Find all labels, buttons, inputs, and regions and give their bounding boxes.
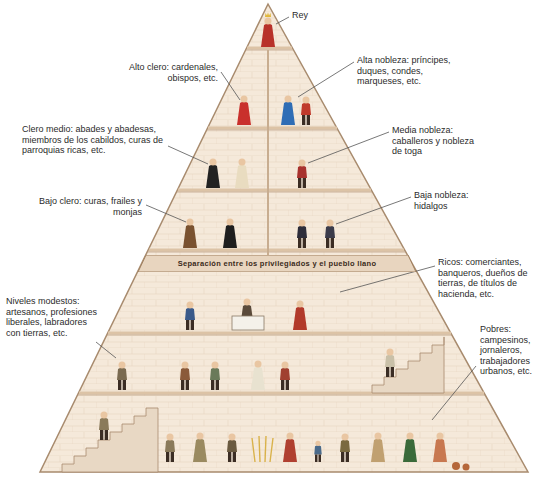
leader-line [96,342,116,358]
peasant-figure [283,433,297,463]
nun-figure [223,219,237,249]
separation-band: Separación entre los privilegiados y el … [138,255,416,272]
leader-lines [96,17,476,420]
noble-figure [301,97,311,126]
woman-figure [251,361,265,391]
tier-floor [208,127,337,130]
callout-label: Clero medio: abades y abadesas, miembros… [22,124,164,156]
child-figure [314,441,322,462]
estate-divider [267,50,269,255]
callout-label: Ricos: comerciantes, banqueros, dueños d… [438,257,542,299]
callout-label: Alta nobleza: príncipes, duques, condes,… [357,55,461,87]
peasant-figure [227,434,237,463]
tier-shadow [78,395,485,396]
woman-figure [403,433,417,463]
tier-shadow [246,50,293,51]
leader-line [308,132,389,163]
callout-label: Rey [292,10,322,21]
pot [452,462,460,470]
labourer-figure [371,433,385,463]
abbess-figure [235,159,249,189]
leader-line [336,197,411,224]
pot [463,464,470,471]
wheat-sheaf [252,436,273,462]
friar-figure [183,219,197,249]
abbot-figure [206,159,220,189]
artisan-figure [180,362,190,391]
king-figure [261,18,275,48]
pyramid-outline [40,4,528,472]
crown [265,13,271,18]
peasant-figure [193,433,207,463]
stairs [372,337,444,393]
stairs [62,408,158,472]
tier-shadow [148,252,405,253]
callout-label: Media nobleza: caballeros y nobleza de t… [392,125,486,157]
farmer-figure [280,362,290,391]
hidalgo-figure [297,220,307,249]
tier-floor [108,332,451,335]
merchant-figure [185,302,195,331]
wheat-stalk [259,436,260,462]
callout-label: Alto clero: cardenales, obispos, etc. [100,62,218,83]
potter-figure [433,433,447,463]
callout-label: Pobres: campesinos, jornaleros, trabajad… [480,324,543,377]
peasant-figure [99,412,109,441]
tier-floor [149,249,404,252]
tier-shadows [78,50,485,395]
band-outline [138,255,416,272]
band-text: Separación entre los privilegiados y el … [178,259,377,268]
callout-label: Bajo clero: curas, frailes y monjas [36,196,142,217]
pyramid-body [40,4,528,472]
knight-figure [297,160,307,189]
leader-line [298,62,354,97]
peasant-figure [165,434,175,463]
callout-label: Baja nobleza: hidalgos [414,190,484,211]
leader-line [146,205,186,222]
leader-line [432,366,476,420]
artisan-figure [117,362,127,391]
tier-floor [178,189,371,192]
leader-line [168,146,208,164]
labourer-figure [340,434,350,463]
desk [232,316,264,330]
leader-line [276,17,289,24]
wheat-stalk [265,436,266,462]
hidalgo-figure [325,220,335,249]
landowner-figure [293,301,307,331]
wheat-stalk [270,438,273,462]
callout-label: Niveles modestos: artesanos, profesiones… [6,296,100,338]
tier-shadow [107,335,452,336]
wheat-stalk [252,438,255,462]
tier-floors [79,48,484,393]
leader-line [221,72,240,100]
tier-shadow [207,130,338,131]
tier-shadow [177,192,372,193]
artisan-figure [210,362,220,391]
cardinal-figure [237,96,251,126]
climbing-figure [385,349,395,378]
noble-figure [281,96,295,126]
